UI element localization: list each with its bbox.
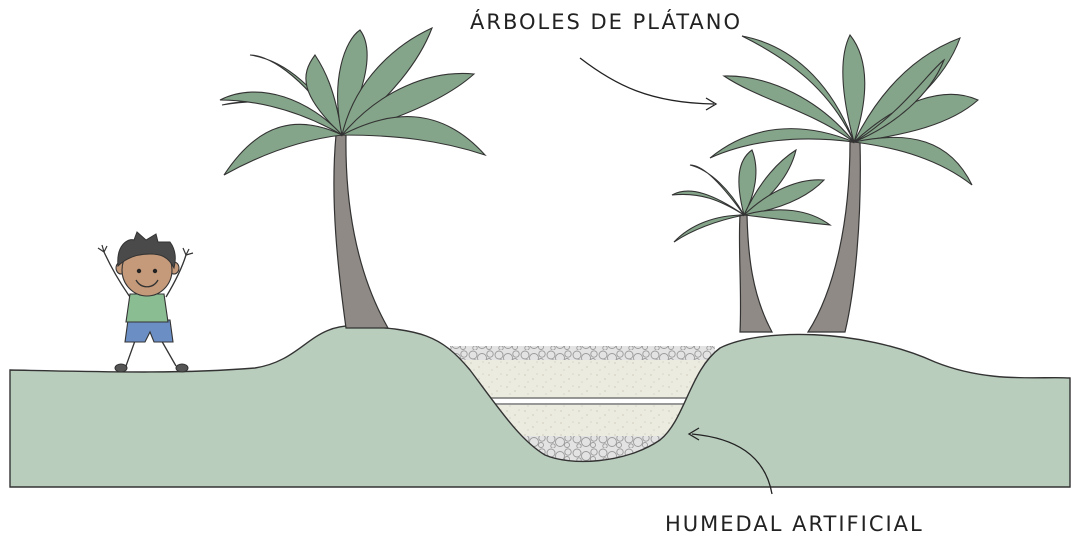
gravel-top-layer (450, 346, 715, 362)
child-hand-right (182, 247, 194, 256)
child-arm-right (165, 254, 187, 298)
child-arm-left (103, 251, 131, 298)
child-shorts (124, 319, 174, 343)
child-leg-left (125, 337, 137, 367)
child-hand-left (97, 244, 108, 253)
arrow-wetland (687, 427, 773, 495)
trunk-left (333, 134, 390, 329)
trunk-right (806, 141, 861, 333)
child-shoe-left (114, 363, 128, 373)
palm-tree-small (671, 148, 832, 333)
trunk-small (738, 214, 774, 333)
palm-tree-right (709, 33, 979, 333)
label-banana-trees: ÁRBOLES DE PLÁTANO (470, 10, 742, 34)
label-constructed-wetland: HUMEDAL ARTIFICIAL (665, 512, 924, 536)
ground (9, 325, 1071, 488)
child-figure (97, 231, 194, 373)
child-smile (135, 279, 159, 288)
sand-layer-upper (450, 360, 715, 398)
palm-tree-left (219, 26, 487, 329)
child-eye-right (152, 268, 158, 274)
arrow-trees (579, 57, 718, 111)
child-shoe-right (175, 363, 189, 373)
child-hair (117, 231, 176, 270)
child-eye-left (136, 268, 142, 274)
child-leg-right (159, 337, 177, 367)
child-shirt (125, 293, 169, 323)
